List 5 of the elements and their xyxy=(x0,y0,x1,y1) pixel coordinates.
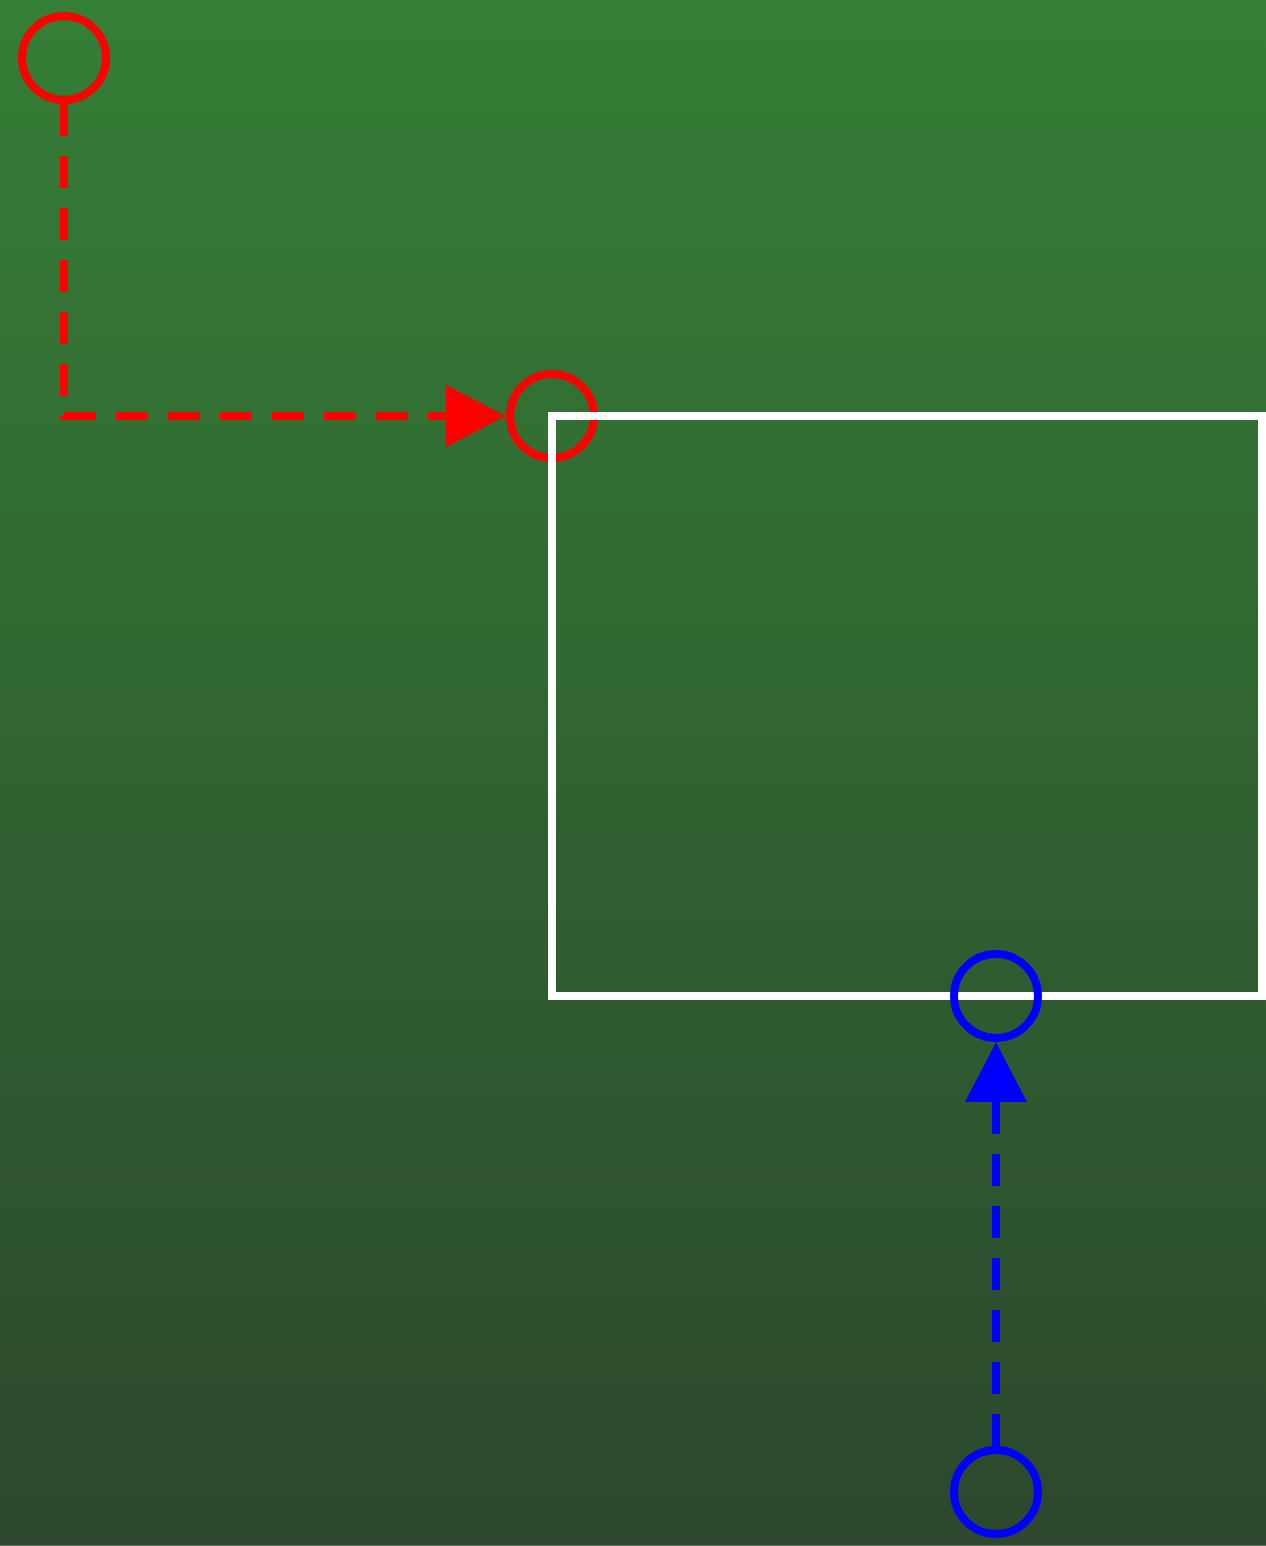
end-circle xyxy=(950,1446,1042,1538)
frame-rectangle xyxy=(548,412,1266,1000)
end-circle xyxy=(18,12,110,104)
end-circle xyxy=(506,370,598,462)
end-circle xyxy=(950,950,1042,1042)
